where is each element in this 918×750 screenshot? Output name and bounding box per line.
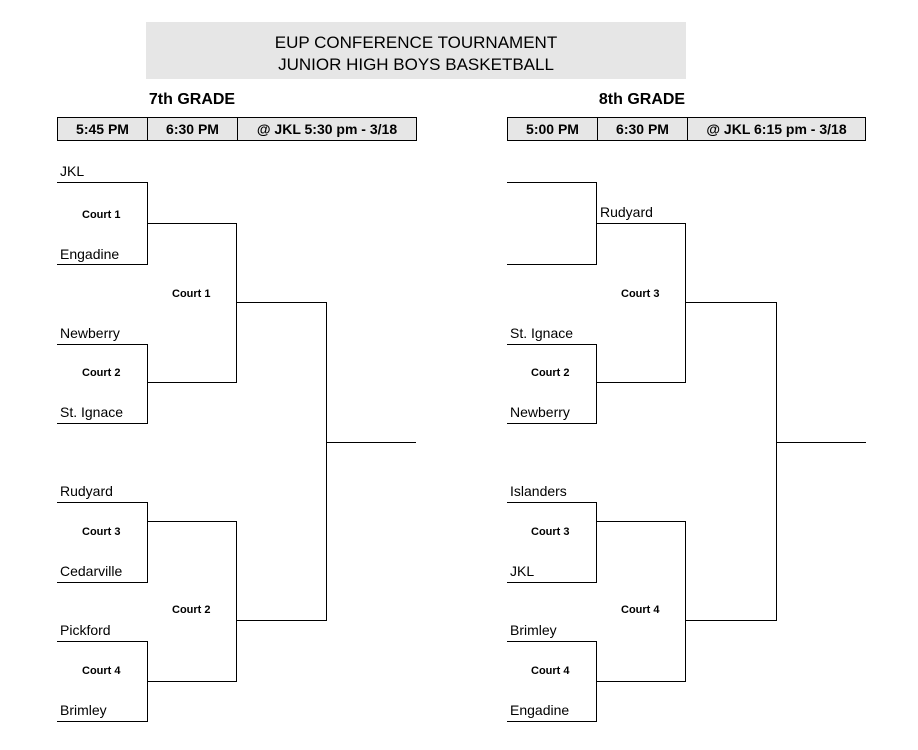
g8-game3-line bbox=[507, 502, 597, 583]
g7-court-label: Court 4 bbox=[82, 665, 121, 677]
g8-court-label: Court 3 bbox=[621, 288, 660, 300]
g8-team-3: Islanders bbox=[510, 483, 567, 499]
g7-court-label: Court 2 bbox=[172, 604, 211, 616]
g7-semi1-line bbox=[147, 223, 237, 383]
g8-team-4: JKL bbox=[510, 563, 535, 579]
grade7-time-2: 6:30 PM bbox=[148, 118, 238, 140]
g8-court-label: Court 3 bbox=[531, 526, 570, 538]
g7-team-3: Newberry bbox=[60, 325, 120, 341]
g8-court-label: Court 4 bbox=[531, 665, 570, 677]
g7-team-5: Rudyard bbox=[60, 483, 113, 499]
tournament-title: EUP CONFERENCE TOURNAMENT bbox=[274, 33, 558, 52]
grade8-label: 8th GRADE bbox=[598, 91, 686, 108]
g8-semi2-line bbox=[596, 521, 686, 682]
g7-team-1: JKL bbox=[60, 163, 85, 179]
g7-team-8: Brimley bbox=[60, 702, 107, 718]
g7-court-label: Court 2 bbox=[82, 367, 121, 379]
grade7-label: 7th GRADE bbox=[148, 91, 236, 108]
title-banner bbox=[146, 22, 686, 79]
g7-game2-line bbox=[57, 344, 148, 424]
g7-team-4: St. Ignace bbox=[60, 404, 124, 420]
g7-team-2: Engadine bbox=[60, 246, 120, 262]
grade8-time-2: 6:30 PM bbox=[598, 118, 688, 140]
g8-team-5: Brimley bbox=[510, 622, 557, 638]
g8-semi1-line bbox=[596, 223, 686, 383]
g7-court-label: Court 1 bbox=[82, 209, 121, 221]
g7-team-7: Pickford bbox=[60, 622, 111, 638]
g8-game2-line bbox=[507, 344, 597, 424]
tournament-subtitle: JUNIOR HIGH BOYS BASKETBALL bbox=[278, 55, 554, 74]
g8-bye-team: Rudyard bbox=[600, 204, 653, 220]
g7-court-label: Court 1 bbox=[172, 288, 211, 300]
g7-court-label: Court 3 bbox=[82, 526, 121, 538]
g8-final-line bbox=[685, 302, 777, 621]
grade7-schedule-header: 5:45 PM 6:30 PM @ JKL 5:30 pm - 3/18 bbox=[57, 117, 417, 141]
grade8-time-1: 5:00 PM bbox=[508, 118, 598, 140]
g7-game3-line bbox=[57, 502, 148, 583]
grade8-schedule-header: 5:00 PM 6:30 PM @ JKL 6:15 pm - 3/18 bbox=[507, 117, 866, 141]
g8-court-label: Court 4 bbox=[621, 604, 660, 616]
grade7-time-1: 5:45 PM bbox=[58, 118, 148, 140]
grade7-final-time: @ JKL 5:30 pm - 3/18 bbox=[256, 121, 398, 137]
grade8-final-time: @ JKL 6:15 pm - 3/18 bbox=[706, 121, 847, 137]
g7-semi2-line bbox=[147, 521, 237, 682]
g8-team-1: St. Ignace bbox=[510, 325, 574, 341]
g8-court-label: Court 2 bbox=[531, 367, 570, 379]
g8-game1-line bbox=[507, 182, 597, 265]
g7-team-6: Cedarville bbox=[60, 563, 123, 579]
g7-final-line bbox=[236, 302, 327, 621]
g8-team-6: Engadine bbox=[510, 702, 570, 718]
g8-team-2: Newberry bbox=[510, 404, 570, 420]
